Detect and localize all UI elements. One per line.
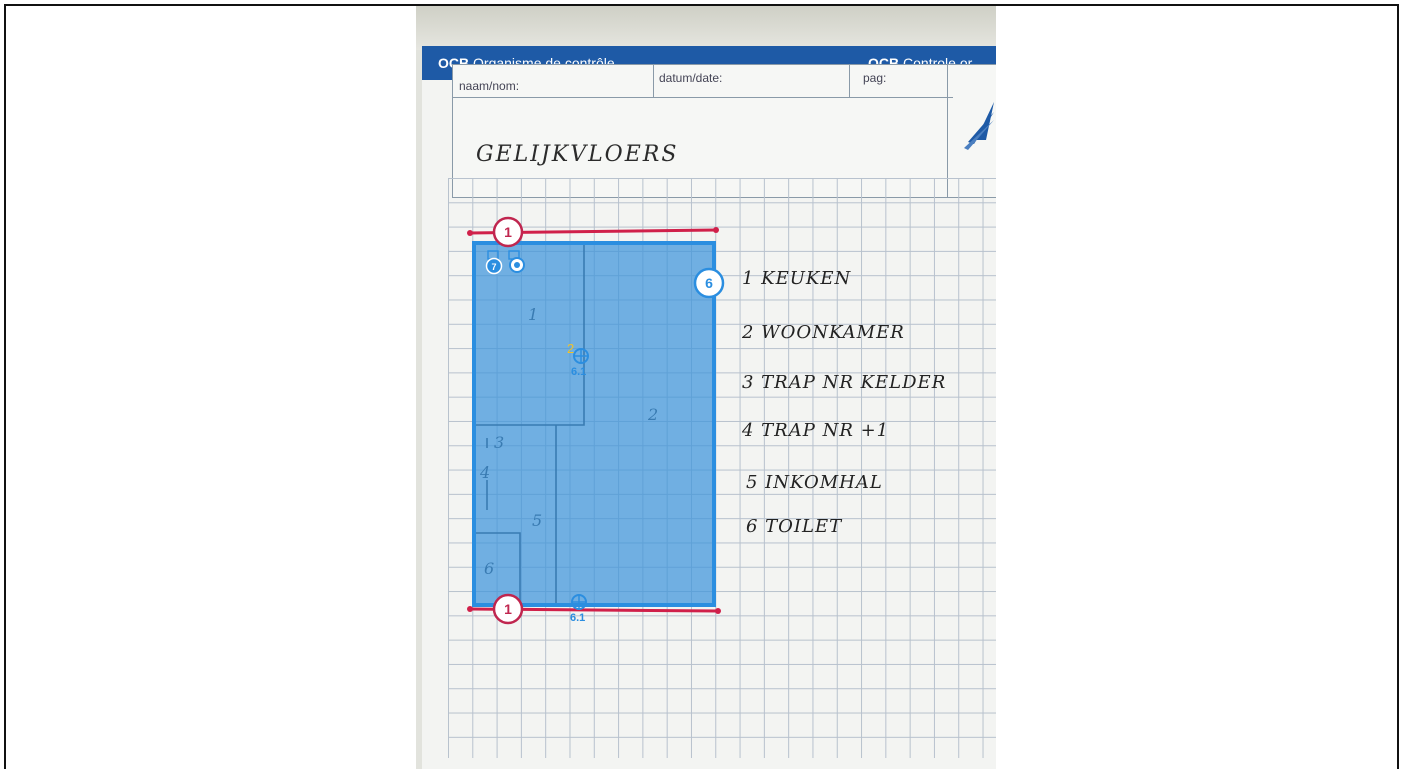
legend-item: 1 KEUKEN bbox=[742, 268, 852, 289]
point-label-mid: 6.1 bbox=[571, 366, 586, 378]
point-marker-small[interactable]: 7 bbox=[485, 250, 525, 275]
handwritten-floor-title: GELIJKVLOERS bbox=[476, 142, 679, 167]
point-marker-mid[interactable]: 2 6.1 bbox=[567, 341, 589, 378]
wall-endpoint-handle[interactable] bbox=[713, 227, 719, 233]
room-badge[interactable]: 6 bbox=[693, 267, 725, 299]
legend-item: 4 TRAP NR +1 bbox=[742, 420, 890, 441]
svg-text:1: 1 bbox=[504, 224, 512, 240]
legend-item: 6 TOILET bbox=[746, 516, 843, 537]
legend-item: 2 WOONKAMER bbox=[742, 322, 905, 343]
date-label: datum/date: bbox=[659, 71, 723, 85]
form-divider bbox=[947, 65, 948, 197]
svg-text:7: 7 bbox=[491, 262, 496, 272]
viewer-frame: OCB Organisme de contrôle OCB Controle o… bbox=[4, 4, 1399, 769]
form-divider bbox=[453, 97, 953, 98]
wall-badge-bottom[interactable]: 1 bbox=[492, 593, 524, 625]
form-divider bbox=[849, 65, 850, 97]
form-header-box: naam/nom: datum/date: pag: bbox=[452, 64, 996, 198]
room-polygon[interactable] bbox=[472, 241, 716, 607]
wall-endpoint-handle[interactable] bbox=[467, 230, 473, 236]
ocb-logo-icon: O bbox=[964, 102, 994, 150]
point-marker-bottom[interactable]: 6.1 bbox=[570, 594, 587, 624]
svg-text:6: 6 bbox=[705, 275, 713, 291]
photo-background bbox=[416, 6, 996, 50]
wall-endpoint-handle[interactable] bbox=[467, 606, 473, 612]
name-label: naam/nom: bbox=[459, 79, 520, 93]
form-divider bbox=[653, 65, 654, 97]
point-label-bottom: 6.1 bbox=[570, 612, 585, 624]
page-label: pag: bbox=[863, 71, 887, 85]
legend-item: 3 TRAP NR KELDER bbox=[742, 372, 947, 393]
point-label-yellow: 2 bbox=[567, 341, 574, 356]
svg-text:1: 1 bbox=[504, 601, 512, 617]
wall-endpoint-handle[interactable] bbox=[715, 608, 721, 614]
legend-item: 5 INKOMHAL bbox=[746, 472, 883, 493]
wall-badge-top[interactable]: 1 bbox=[492, 216, 524, 248]
